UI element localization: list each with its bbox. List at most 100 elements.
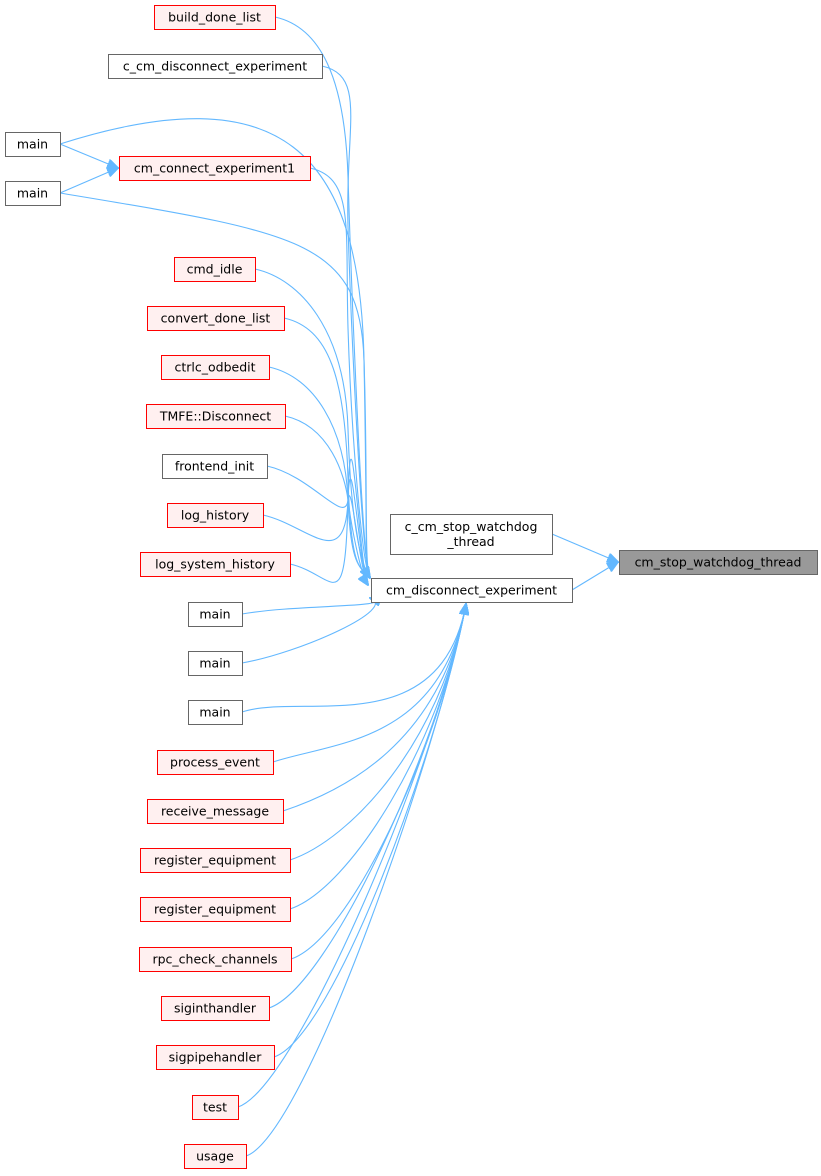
- node-build_done_list[interactable]: build_done_list: [154, 5, 276, 30]
- edge-log_system_history-to-cm_disconnect_experiment: [289, 459, 368, 585]
- node-frontend_init[interactable]: frontend_init: [162, 454, 268, 479]
- node-box: [619, 550, 818, 575]
- node-label: _thread: [446, 534, 494, 549]
- node-label: register_equipment: [154, 902, 276, 917]
- edge-tmfe_disconnect-to-cm_disconnect_experiment: [284, 415, 368, 585]
- node-label: cm_disconnect_experiment: [386, 583, 557, 598]
- node-box: [140, 552, 291, 577]
- node-label: main: [199, 607, 230, 622]
- edge-register_equipment2-to-cm_disconnect_experiment: [289, 604, 466, 910]
- node-cm_connect_experiment1[interactable]: cm_connect_experiment1: [119, 156, 311, 181]
- node-label: c_cm_disconnect_experiment: [123, 59, 307, 74]
- node-box: [140, 848, 291, 873]
- node-box: [161, 355, 270, 380]
- node-box: [390, 514, 553, 555]
- edge-cmd_idle-to-cm_disconnect_experiment: [254, 268, 370, 578]
- node-box: [192, 1095, 239, 1120]
- node-usage[interactable]: usage: [184, 1144, 247, 1169]
- node-box: [162, 454, 268, 479]
- node-ctrlc_odbedit[interactable]: ctrlc_odbedit: [161, 355, 270, 380]
- node-sigpipehandler[interactable]: sigpipehandler: [156, 1045, 275, 1070]
- node-cm_disconnect_experiment[interactable]: cm_disconnect_experiment: [371, 578, 573, 603]
- node-box: [188, 700, 243, 725]
- node-cm_stop_watchdog_thread[interactable]: cm_stop_watchdog_thread: [619, 550, 818, 575]
- node-cmd_idle[interactable]: cmd_idle: [174, 257, 256, 282]
- node-label: c_cm_stop_watchdog: [405, 519, 538, 534]
- edge-register_equipment1-to-cm_disconnect_experiment: [289, 604, 466, 861]
- node-box: [5, 181, 61, 206]
- node-label: process_event: [170, 755, 260, 770]
- node-main1[interactable]: main: [5, 132, 61, 157]
- node-label: build_done_list: [168, 10, 261, 25]
- node-label: log_system_history: [155, 557, 275, 572]
- edge-c_cm_disconnect_experiment-to-cm_disconnect_experiment: [321, 65, 370, 578]
- node-box: [5, 132, 61, 157]
- node-box: [371, 578, 573, 603]
- node-label: main: [17, 186, 48, 201]
- node-rpc_check_channels[interactable]: rpc_check_channels: [139, 947, 292, 972]
- node-label: convert_done_list: [161, 311, 271, 326]
- node-box: [156, 1045, 275, 1070]
- node-label: cm_stop_watchdog_thread: [635, 555, 802, 570]
- node-label: main: [17, 137, 48, 152]
- edge-main5-to-cm_disconnect_experiment: [241, 604, 466, 713]
- edge-build_done_list-to-cm_disconnect_experiment: [274, 16, 370, 578]
- node-label: register_equipment: [154, 853, 276, 868]
- node-box: [161, 996, 270, 1021]
- node-box: [147, 306, 285, 331]
- node-label: frontend_init: [175, 459, 254, 474]
- node-convert_done_list[interactable]: convert_done_list: [147, 306, 285, 331]
- node-register_equipment2[interactable]: register_equipment: [140, 897, 291, 922]
- node-label: siginthandler: [174, 1001, 257, 1016]
- node-test[interactable]: test: [192, 1095, 239, 1120]
- node-box: [140, 897, 291, 922]
- edge-main1-to-cm_connect_experiment1: [59, 143, 118, 168]
- node-box: [154, 5, 276, 30]
- node-main3[interactable]: main: [188, 602, 243, 627]
- node-main2[interactable]: main: [5, 181, 61, 206]
- node-tmfe_disconnect[interactable]: TMFE::Disconnect: [146, 404, 286, 429]
- node-label: TMFE::Disconnect: [159, 409, 271, 424]
- edge-main1-to-cm_disconnect_experiment: [59, 118, 370, 578]
- node-box: [157, 750, 274, 775]
- node-main5[interactable]: main: [188, 700, 243, 725]
- node-label: rpc_check_channels: [152, 952, 277, 967]
- nodes-layer: build_done_list c_cm_disconnect_experimen…: [5, 5, 818, 1169]
- node-label: sigpipehandler: [169, 1050, 263, 1065]
- node-log_history[interactable]: log_history: [167, 503, 264, 528]
- node-register_equipment1[interactable]: register_equipment: [140, 848, 291, 873]
- node-label: receive_message: [161, 804, 269, 819]
- node-c_cm_disconnect_experiment[interactable]: c_cm_disconnect_experiment: [108, 54, 323, 79]
- edge-main3-to-cm_disconnect_experiment: [241, 598, 375, 615]
- node-box: [188, 651, 243, 676]
- node-label: usage: [196, 1149, 234, 1164]
- node-main4[interactable]: main: [188, 651, 243, 676]
- node-label: main: [199, 656, 230, 671]
- node-process_event[interactable]: process_event: [157, 750, 274, 775]
- edge-main2-to-cm_connect_experiment1: [59, 168, 118, 194]
- node-receive_message[interactable]: receive_message: [147, 799, 284, 824]
- edge-cm_disconnect_experiment-to-cm_stop_watchdog_thread: [571, 562, 618, 591]
- edge-process_event-to-cm_disconnect_experiment: [272, 604, 466, 763]
- node-box: [188, 602, 243, 627]
- node-siginthandler[interactable]: siginthandler: [161, 996, 270, 1021]
- node-box: [184, 1144, 247, 1169]
- edge-receive_message-to-cm_disconnect_experiment: [282, 604, 466, 812]
- node-box: [147, 799, 284, 824]
- node-box: [139, 947, 292, 972]
- edge-test-to-cm_disconnect_experiment: [237, 604, 466, 1108]
- node-c_cm_stop_watchdog_thread[interactable]: c_cm_stop_watchdog_thread: [390, 514, 553, 555]
- edges-layer: [59, 16, 618, 1157]
- node-label: cmd_idle: [187, 262, 243, 277]
- edge-c_cm_stop_watchdog_thread-to-cm_stop_watchdog_thread: [551, 533, 618, 562]
- node-label: log_history: [181, 508, 250, 523]
- edge-sigpipehandler-to-cm_disconnect_experiment: [273, 604, 466, 1058]
- node-label: cm_connect_experiment1: [134, 161, 295, 176]
- node-label: main: [199, 705, 230, 720]
- node-log_system_history[interactable]: log_system_history: [140, 552, 291, 577]
- node-box: [108, 54, 323, 79]
- edge-usage-to-cm_disconnect_experiment: [245, 604, 466, 1157]
- node-box: [167, 503, 264, 528]
- edge-cm_connect_experiment1-to-cm_disconnect_experiment: [309, 167, 370, 578]
